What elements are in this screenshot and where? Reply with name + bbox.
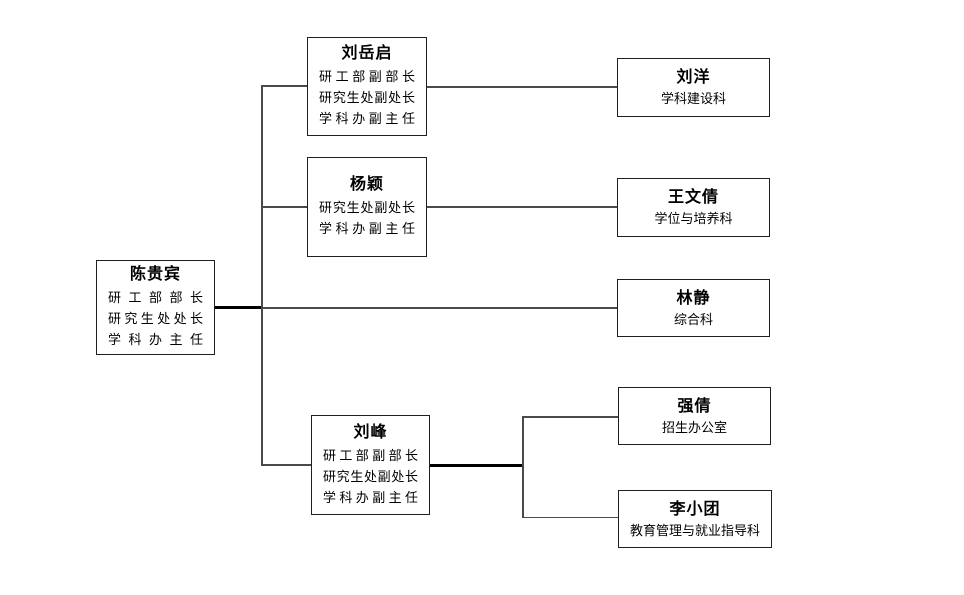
connector-branch-yangying [262, 206, 307, 208]
department-name: 学科建设科 [660, 91, 726, 106]
org-node-deputy-yangying: 杨颖 研究生处副处长 学科办副主任 [307, 157, 427, 257]
person-role: 研究生处处长 [108, 311, 203, 326]
org-node-dept-wangwenqian: 王文倩 学位与培养科 [617, 178, 770, 237]
connector-trunk-vertical [261, 85, 263, 466]
org-node-dept-linjing: 林静 综合科 [617, 279, 770, 337]
person-role: 研工部副部长 [323, 447, 418, 463]
org-node-root: 陈贵宾 研工部部长 研究生处处长 学科办主任 [96, 260, 215, 355]
connector-liuyueqi-to-liuyang [427, 86, 618, 88]
connector-root-to-trunk [215, 306, 262, 309]
person-name: 陈贵宾 [129, 266, 181, 283]
person-role: 学科办副主任 [319, 111, 415, 126]
org-node-dept-qiangqian: 强倩 招生办公室 [618, 387, 771, 445]
person-role: 研工部部长 [108, 290, 203, 305]
connector-branch-liufeng [262, 464, 311, 466]
person-role: 学科办主任 [108, 332, 203, 347]
department-name: 招生办公室 [661, 419, 727, 435]
org-node-dept-liuyang: 刘洋 学科建设科 [617, 58, 770, 117]
org-node-dept-lixiaotuan: 李小团 教育管理与就业指导科 [618, 490, 772, 548]
department-name: 综合科 [673, 311, 713, 327]
connector-branch-qiangqian [523, 416, 618, 418]
person-name: 王文倩 [667, 189, 719, 206]
connector-liufeng-to-trunk2 [430, 463, 523, 467]
person-role: 学科办副主任 [319, 221, 415, 236]
connector-branch-liuyueqi [262, 85, 307, 87]
department-name: 教育管理与就业指导科 [629, 522, 760, 538]
person-name: 刘洋 [676, 69, 711, 86]
org-node-deputy-liuyueqi: 刘岳启 研工部副部长 研究生处副处长 学科办副主任 [307, 37, 427, 136]
person-role: 研工部副部长 [319, 69, 415, 84]
person-role: 研究生处副处长 [319, 200, 415, 215]
person-role: 研究生处副处长 [323, 468, 418, 484]
person-name: 林静 [676, 289, 711, 307]
person-name: 刘岳启 [341, 45, 393, 62]
connector-yangying-to-wangwenqian [427, 206, 617, 208]
person-name: 刘峰 [353, 423, 388, 441]
org-node-deputy-liufeng: 刘峰 研工部副部长 研究生处副处长 学科办副主任 [311, 415, 430, 515]
person-role: 研究生处副处长 [319, 90, 415, 105]
person-name: 强倩 [677, 397, 712, 415]
connector-branch-lixiaotuan [523, 516, 618, 518]
person-role: 学科办副主任 [323, 489, 418, 505]
person-name: 李小团 [669, 500, 721, 518]
connector-branch-linjing [262, 307, 617, 309]
connector-trunk2-vertical [522, 416, 524, 518]
department-name: 学位与培养科 [654, 211, 733, 226]
person-name: 杨颖 [349, 176, 384, 193]
